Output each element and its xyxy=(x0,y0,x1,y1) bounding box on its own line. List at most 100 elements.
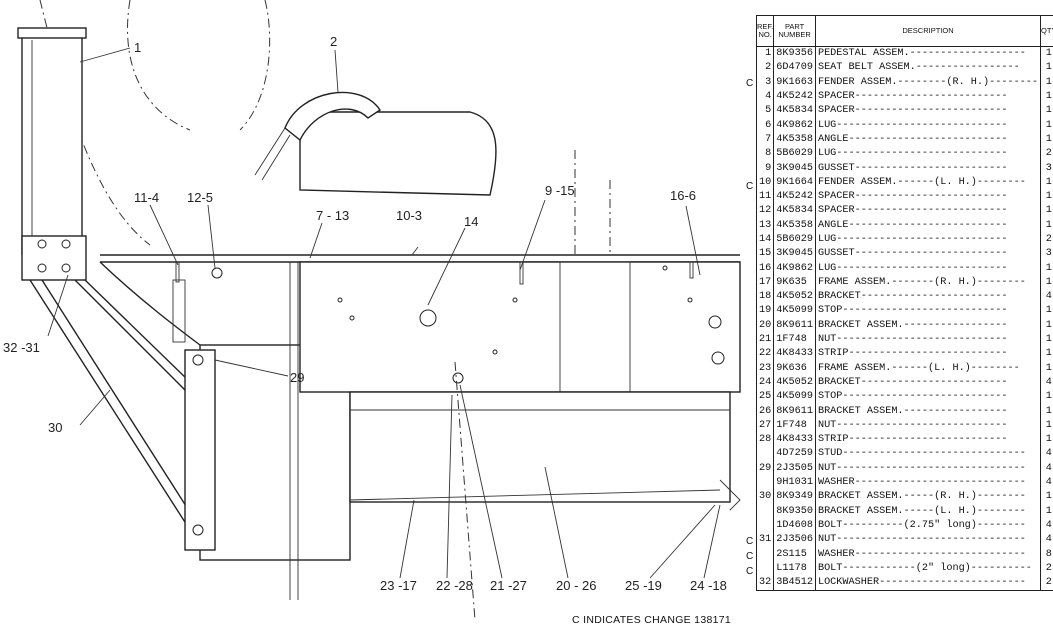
header-ref: REF. NO. xyxy=(756,15,775,47)
cell-pn: 4K5099 xyxy=(773,390,816,405)
change-mark: C xyxy=(746,566,754,577)
cell-desc: NUT------------------------------- xyxy=(815,461,1042,476)
pedestal-cap xyxy=(17,27,87,39)
callout-23-17: 23 -17 xyxy=(380,578,417,593)
cell-qty: 1 xyxy=(1045,262,1052,274)
cell-qty: 1 xyxy=(1045,205,1052,217)
cell-desc: BOLT----------(2.75" long)-------- xyxy=(815,518,1042,534)
lower-rail xyxy=(349,391,731,503)
cell-ref: 29 xyxy=(756,461,775,476)
cell-ref: 24 xyxy=(756,375,775,391)
cell-pn: 4K5834 xyxy=(773,104,816,119)
cell-desc: NUT---------------------------- xyxy=(815,418,1042,434)
cell-desc: STOP--------------------------- xyxy=(815,390,1042,405)
cell-pn: 4K5834 xyxy=(773,204,816,219)
cell-desc: BRACKET ASSEM.-----(L. H.)-------- xyxy=(815,504,1042,519)
cell-ref: 26 xyxy=(756,404,775,419)
cell-qty: 4 xyxy=(1045,519,1052,531)
cell-pn: 8K9350 xyxy=(773,504,816,519)
cell-qty: 1 xyxy=(1045,434,1052,446)
cell-pn: L1178 xyxy=(773,561,816,576)
cell-ref xyxy=(756,475,775,491)
cell-pn: 6D4709 xyxy=(773,61,816,76)
parts-diagram: 1 2 11-4 12-5 7 - 13 10-3 14 9 -15 16-6 … xyxy=(3,0,741,621)
callout-9-15: 9 -15 xyxy=(545,183,575,198)
cell-pn: 4K5358 xyxy=(773,132,816,148)
cell-qty: 1 xyxy=(1045,176,1052,188)
cell-ref: 20 xyxy=(756,318,775,333)
cell-desc: STUD------------------------------ xyxy=(815,447,1042,462)
cell-desc: PEDESTAL ASSEM.------------------- xyxy=(815,46,1042,62)
cell-pn: 2S115 xyxy=(773,547,816,562)
cell-pn: 9H1031 xyxy=(773,475,816,491)
cell-desc: STRIP-------------------------- xyxy=(815,433,1042,448)
cell-pn: 9K636 xyxy=(773,361,816,376)
cell-pn: 8K9349 xyxy=(773,490,816,505)
cell-qty: 1 xyxy=(1045,491,1052,503)
cell-ref: 6 xyxy=(756,118,775,133)
cell-desc: NUT---------------------------- xyxy=(815,332,1042,348)
brace-outer xyxy=(29,279,201,531)
cell-pn: 4K5052 xyxy=(773,290,816,305)
cell-ref: 3 xyxy=(756,75,775,90)
cell-pn: 8K9611 xyxy=(773,404,816,419)
cell-qty: 3 xyxy=(1045,162,1052,174)
cell-qty: 1 xyxy=(1045,62,1052,74)
cell-qty: 2 xyxy=(1045,577,1052,589)
cell-ref: 28 xyxy=(756,433,775,448)
cell-pn: 1F748 xyxy=(773,332,816,348)
cell-qty: 1 xyxy=(1045,91,1052,103)
cell-qty: 8 xyxy=(1045,548,1052,560)
cell-ref xyxy=(756,547,775,562)
cell-desc: WASHER---------------------------- xyxy=(815,547,1042,562)
cell-ref: 15 xyxy=(756,247,775,262)
cell-desc: STOP--------------------------- xyxy=(815,304,1042,319)
cell-pn: 9K635 xyxy=(773,275,816,291)
cell-desc: LOCKWASHER------------------------ xyxy=(815,575,1042,591)
cell-desc: BRACKET------------------------ xyxy=(815,375,1042,391)
callout-16-6: 16-6 xyxy=(670,188,696,203)
cell-desc: ANGLE-------------------------- xyxy=(815,218,1042,233)
cell-desc: LUG---------------------------- xyxy=(815,147,1042,162)
cell-ref: 8 xyxy=(756,147,775,162)
cell-pn: 2J3505 xyxy=(773,461,816,476)
cell-ref: 10 xyxy=(756,175,775,190)
cell-desc: SPACER------------------------- xyxy=(815,189,1042,205)
cell-qty: 4 xyxy=(1045,477,1052,489)
cell-desc: SPACER------------------------- xyxy=(815,104,1042,119)
callout-21-27: 21 -27 xyxy=(490,578,527,593)
cell-desc: STRIP-------------------------- xyxy=(815,347,1042,362)
cell-desc: ANGLE-------------------------- xyxy=(815,132,1042,148)
cell-desc: FRAME ASSEM.-------(R. H.)-------- xyxy=(815,275,1042,291)
cell-pn: 3B4512 xyxy=(773,575,816,591)
cell-pn: 9K1663 xyxy=(773,75,816,90)
cell-pn: 5B6029 xyxy=(773,232,816,248)
cell-ref xyxy=(756,561,775,576)
cell-pn: 5B6029 xyxy=(773,147,816,162)
cell-desc: GUSSET------------------------- xyxy=(815,247,1042,262)
cell-ref: 5 xyxy=(756,104,775,119)
cell-qty: 1 xyxy=(1045,505,1052,517)
cell-qty: 1 xyxy=(1045,191,1052,203)
cell-pn: 4K8433 xyxy=(773,347,816,362)
cell-pn: 4K9862 xyxy=(773,261,816,276)
cell-ref: 11 xyxy=(756,189,775,205)
cell-qty: 1 xyxy=(1045,119,1052,131)
